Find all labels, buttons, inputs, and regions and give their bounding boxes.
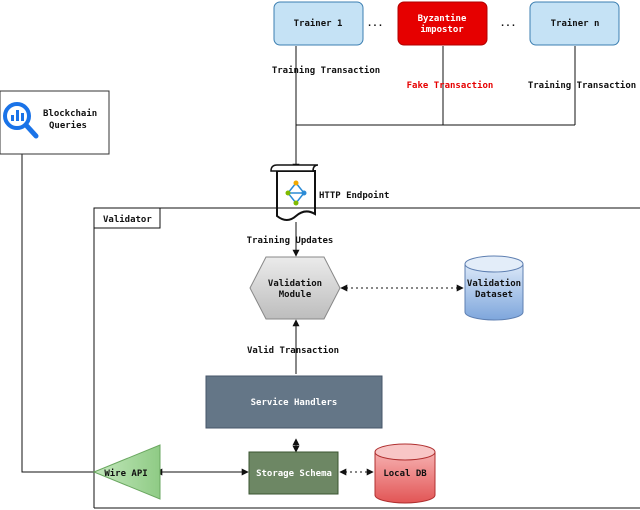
training-transaction-right-label: Training Transaction xyxy=(528,80,636,91)
training-transaction-left-label: Training Transaction xyxy=(272,65,380,76)
blockchain-wire-line xyxy=(21,154,94,473)
fake-transaction-label: Fake Transaction xyxy=(407,80,494,91)
validator-container: Validator xyxy=(93,207,640,509)
http-endpoint-icon xyxy=(270,164,319,221)
trainer-1[interactable]: Trainer 1 xyxy=(273,1,364,46)
validator-label: Validator xyxy=(103,214,152,225)
local-db[interactable]: Local DB xyxy=(374,443,436,504)
impostor-label-line1: Byzantine xyxy=(418,13,467,24)
http-endpoint-label: HTTP Endpoint xyxy=(319,190,389,201)
training-updates-label: Training Updates xyxy=(247,235,334,246)
ellipsis-right: ... xyxy=(500,19,516,29)
http-endpoint[interactable]: HTTP Endpoint xyxy=(270,164,389,221)
impostor-label-line2: impostor xyxy=(420,24,464,35)
blockchain-queries-box[interactable]: Blockchain Queries xyxy=(0,90,110,155)
local-db-label: Local DB xyxy=(383,469,427,479)
trainer-n[interactable]: Trainer n xyxy=(529,1,620,46)
blockchain-queries-line1: Blockchain xyxy=(43,108,97,119)
connectors xyxy=(21,46,576,476)
byzantine-impostor[interactable]: Byzantine impostor xyxy=(397,1,488,46)
trainer-1-label: Trainer 1 xyxy=(294,18,343,29)
valid-transaction-label: Valid Transaction xyxy=(247,345,339,356)
storage-schema-label: Storage Schema xyxy=(256,469,332,479)
storage-schema[interactable]: Storage Schema xyxy=(248,451,339,495)
validation-dataset-line1: Validation xyxy=(467,278,521,289)
wire-api-label: Wire API xyxy=(104,468,147,479)
trainer-n-label: Trainer n xyxy=(551,18,600,29)
validation-dataset-line2: Dataset xyxy=(475,290,513,300)
validation-module-line2: Module xyxy=(279,290,312,300)
blockchain-search-icon xyxy=(3,102,39,139)
service-handlers[interactable]: Service Handlers xyxy=(205,375,383,429)
ellipsis-left: ... xyxy=(367,19,383,29)
blockchain-queries-line2: Queries xyxy=(49,120,87,131)
validation-module-line1: Validation xyxy=(268,278,322,289)
validation-module[interactable]: Validation Module xyxy=(249,256,341,320)
service-handlers-label: Service Handlers xyxy=(251,397,338,408)
validation-dataset[interactable]: Validation Dataset xyxy=(464,255,524,321)
wire-api[interactable]: Wire API xyxy=(92,444,161,500)
